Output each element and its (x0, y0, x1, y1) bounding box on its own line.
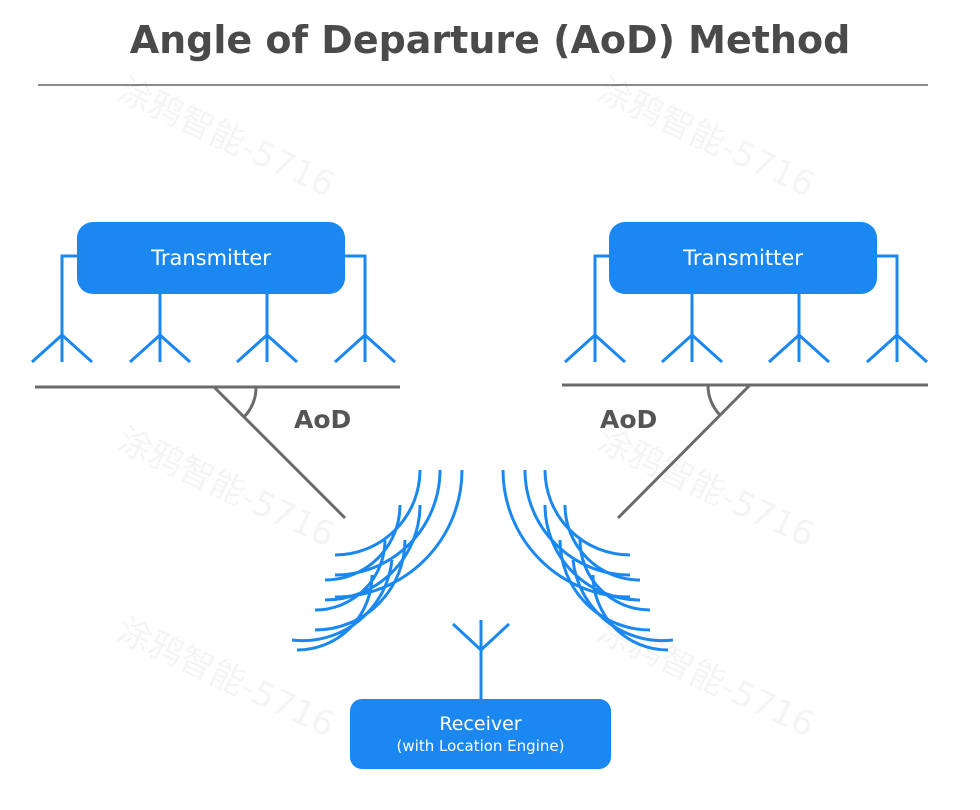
left-departure-line (212, 385, 347, 520)
left-antenna-array (30, 254, 397, 364)
left-signal-waves (291, 469, 464, 652)
receiver-box: Receiver (with Location Engine) (350, 699, 611, 769)
left-angle-arc (242, 386, 258, 419)
receiver-antenna (451, 620, 511, 699)
right-departure-line (616, 383, 752, 520)
aod-label-left: AoD (294, 405, 352, 434)
receiver-sublabel: (with Location Engine) (396, 737, 565, 755)
aod-label-right: AoD (600, 405, 658, 434)
transmitter-right-label: Transmitter (683, 246, 803, 270)
transmitter-left-label: Transmitter (151, 246, 271, 270)
right-angle-arc (706, 384, 722, 417)
transmitter-right: Transmitter (609, 222, 877, 294)
right-antenna-array (563, 254, 929, 364)
right-signal-waves (501, 469, 674, 652)
page-title: Angle of Departure (AoD) Method (129, 18, 851, 62)
title-divider (38, 84, 928, 86)
transmitter-left: Transmitter (77, 222, 345, 294)
receiver-label: Receiver (439, 713, 522, 735)
